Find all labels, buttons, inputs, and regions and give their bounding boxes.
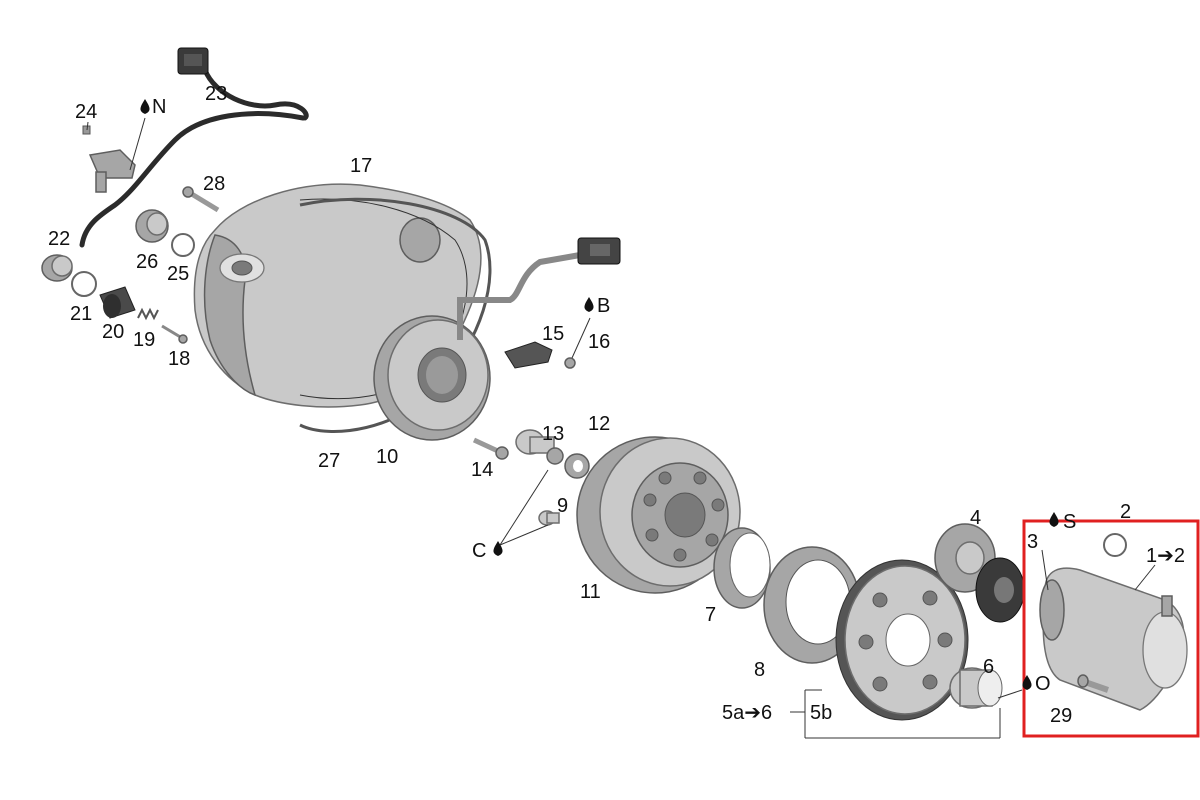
label-S: S xyxy=(1063,511,1076,533)
part-15-clamp xyxy=(504,341,553,369)
part-3-gear xyxy=(975,557,1025,623)
stator-harness xyxy=(457,237,621,340)
leader-lines xyxy=(86,117,1156,699)
label-18: 18 xyxy=(168,348,190,370)
label-4: 4 xyxy=(970,507,981,529)
label-13: 13 xyxy=(542,423,564,445)
part-9-bolt xyxy=(538,510,560,526)
label-10: 10 xyxy=(376,446,398,468)
oil-drop-icon xyxy=(1022,675,1032,690)
bracket-5b xyxy=(790,689,1001,739)
label-28: 28 xyxy=(203,173,225,195)
label-N: N xyxy=(152,96,166,118)
part-21-oring xyxy=(71,271,97,297)
part-16-screw xyxy=(564,357,576,369)
part-20 xyxy=(99,286,136,319)
part-7-ring xyxy=(713,527,771,609)
leader-C xyxy=(499,469,549,546)
part-23-harness xyxy=(79,47,309,248)
label-21: 21 xyxy=(70,303,92,325)
label-9: 9 xyxy=(557,495,568,517)
part-2-oring xyxy=(1103,533,1127,557)
label-B: B xyxy=(597,295,610,317)
part-18-bolt xyxy=(161,324,188,344)
label-16: 16 xyxy=(588,331,610,353)
oil-drop-icon xyxy=(140,99,150,114)
label-2: 2 xyxy=(1120,501,1131,523)
label-8: 8 xyxy=(754,659,765,681)
label-20: 20 xyxy=(102,321,124,343)
part-25-oring xyxy=(171,233,195,257)
label-22: 22 xyxy=(48,228,70,250)
label-17: 17 xyxy=(350,155,372,177)
label-7: 7 xyxy=(705,604,716,626)
part-5b-gear xyxy=(835,559,969,721)
part-6-bearing xyxy=(949,667,1003,709)
label-C: C xyxy=(472,540,486,562)
highlight-box xyxy=(1022,519,1200,738)
label-26: 26 xyxy=(136,251,158,273)
part-14-bolt xyxy=(472,437,509,460)
label-15: 15 xyxy=(542,323,564,345)
label-6: 6 xyxy=(983,656,994,678)
part-24-sensor xyxy=(82,125,136,193)
label-11: 11 xyxy=(580,581,601,603)
part-10-stator xyxy=(373,315,491,441)
part-19-spring xyxy=(137,307,159,321)
label-12: 12 xyxy=(588,413,610,435)
part-28-bolt xyxy=(182,186,220,213)
part-1-starter xyxy=(1039,567,1188,711)
oil-drop-icon xyxy=(584,297,594,312)
label-1-to-2: 1➔2 xyxy=(1146,545,1185,567)
part-13-bolt xyxy=(515,429,564,465)
oil-drop-icon xyxy=(1049,512,1059,527)
part-22 xyxy=(41,254,73,282)
label-14: 14 xyxy=(471,459,493,481)
label-23: 23 xyxy=(205,83,227,105)
oil-drop-icon xyxy=(493,541,503,556)
label-5b: 5b xyxy=(810,702,832,724)
label-29: 29 xyxy=(1050,705,1072,727)
part-26 xyxy=(135,209,169,243)
label-3: 3 xyxy=(1027,531,1038,553)
label-5a-to-6: 5a➔6 xyxy=(722,702,772,724)
label-27: 27 xyxy=(318,450,340,472)
label-19: 19 xyxy=(133,329,155,351)
label-24: 24 xyxy=(75,101,97,123)
part-11-rotor xyxy=(576,436,741,594)
label-25: 25 xyxy=(167,263,189,285)
part-29-bolt xyxy=(1077,674,1109,693)
part-12-washer xyxy=(564,453,590,479)
label-O: O xyxy=(1035,673,1051,695)
